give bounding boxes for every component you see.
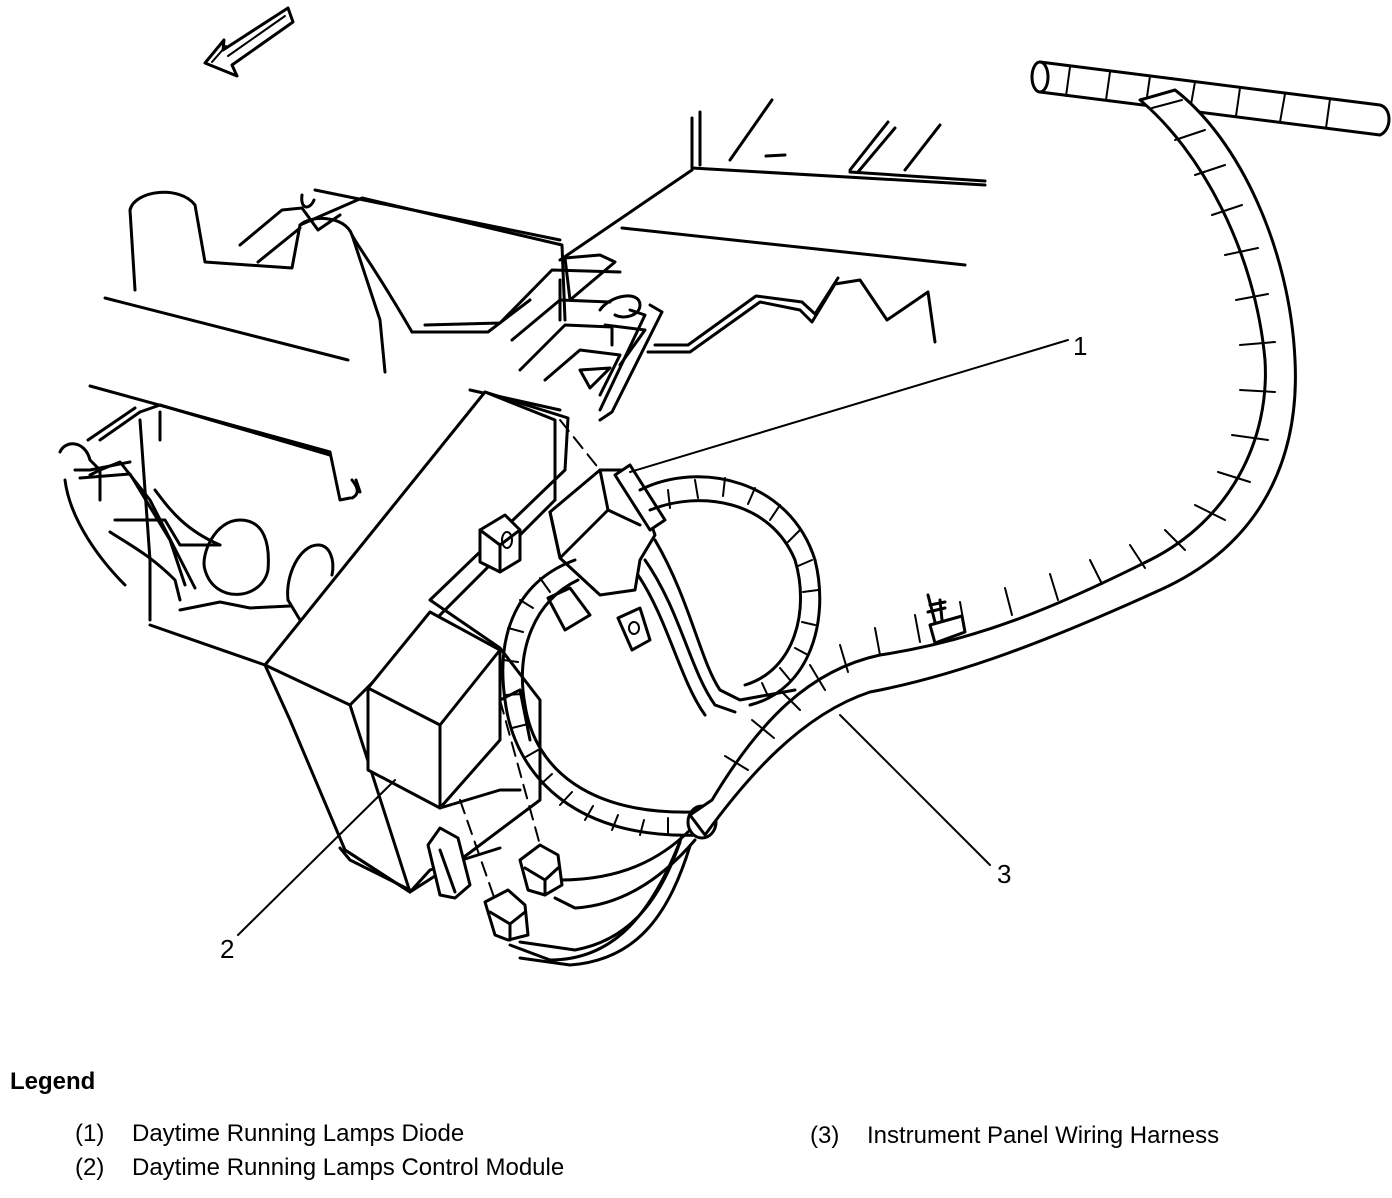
callout-leaders (237, 339, 1069, 936)
legend-item: (1) Daytime Running Lamps Diode (75, 1120, 464, 1148)
legend-title: Legend (10, 1068, 96, 1095)
diode-connector (546, 463, 797, 717)
wiring-diagram: 1 2 3 (58, 6, 1391, 967)
legend-item-number: (2) (75, 1154, 105, 1181)
legend-item-number: (1) (75, 1120, 105, 1147)
instrument-panel-harness (688, 60, 1391, 837)
callout-2: 2 (220, 934, 234, 964)
callout-1: 1 (1073, 331, 1087, 361)
dashboard-structure (58, 98, 987, 667)
control-module-housing (263, 390, 570, 900)
legend-item-text: Instrument Panel Wiring Harness (867, 1122, 1220, 1149)
direction-arrow-icon (203, 6, 295, 78)
legend-item-text: Daytime Running Lamps Control Module (132, 1154, 565, 1181)
install-guide-lines (459, 419, 601, 901)
diode-harness-loop (638, 475, 822, 707)
legend-item: (3) Instrument Panel Wiring Harness (810, 1122, 1219, 1150)
legend-item-number: (3) (810, 1122, 840, 1149)
legend-item: (2) Daytime Running Lamps Control Module (75, 1154, 564, 1182)
legend: Legend (1) Daytime Running Lamps Diode (2… (0, 1062, 1392, 1198)
callout-3: 3 (997, 859, 1011, 889)
legend-item-text: Daytime Running Lamps Diode (132, 1120, 465, 1147)
module-connector-wires (483, 828, 697, 967)
